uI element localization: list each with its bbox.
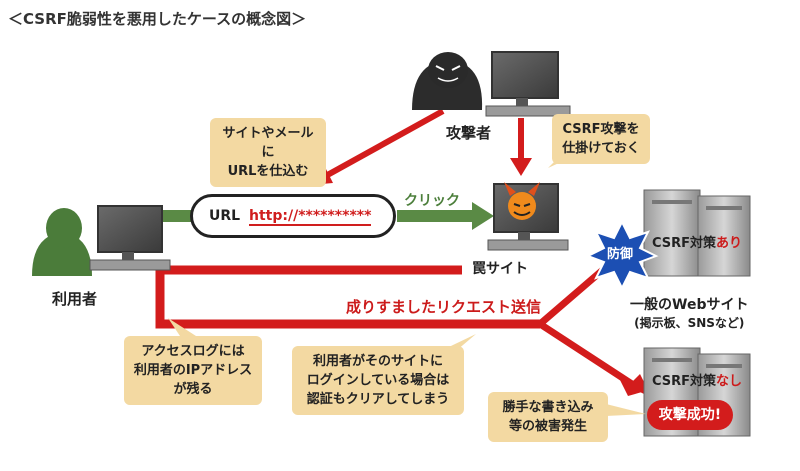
defense-burst-icon	[585, 219, 659, 291]
callout-embed-line-2: URLを仕込む	[227, 164, 309, 179]
callout-setup-line-2: 仕掛けておく	[562, 141, 640, 156]
callout-logged-in: 利用者がそのサイトに ログインしている場合は 認証もクリアしてしまう	[292, 346, 464, 415]
callout-access-log: アクセスログには 利用者のIPアドレス が残る	[124, 336, 262, 405]
user-url-connector	[156, 210, 192, 222]
click-arrow	[397, 202, 494, 230]
callout-setup-line-1: CSRF攻撃を	[562, 122, 640, 137]
trap-site-label: 罠サイト	[472, 261, 528, 277]
vulnerable-server-label: CSRF対策なし	[652, 370, 742, 389]
attacker-pc	[485, 51, 571, 117]
callout-access-log-line-1: アクセスログには	[141, 344, 245, 359]
callout-embed: サイトやメールに URLを仕込む	[210, 118, 326, 187]
callout-logged-in-line-2: ログインしている場合は	[306, 373, 450, 388]
callout-damage-line-2: 等の被害発生	[508, 419, 587, 434]
vulnerable-server-label-suffix: なし	[716, 374, 743, 389]
devil-icon	[504, 182, 540, 220]
callout-access-log-line-2: 利用者のIPアドレス	[133, 363, 253, 378]
site-description: 一般のWebサイト (掲示板、SNSなど)	[630, 294, 748, 331]
attacker-figure	[412, 52, 483, 110]
protected-server-label-suffix: あり	[716, 236, 743, 251]
url-link[interactable]: http://**********	[249, 208, 372, 226]
protected-server-label: CSRF対策あり	[652, 232, 742, 251]
site-description-line-2: (掲示板、SNSなど)	[634, 316, 745, 330]
protected-server-label-prefix: CSRF対策	[652, 236, 717, 251]
setup-arrow	[510, 118, 532, 176]
callout-damage: 勝手な書き込み 等の被害発生	[488, 392, 608, 442]
page-title: ＜CSRF脆弱性を悪用したケースの概念図＞	[8, 10, 307, 28]
callout-access-log-line-3: が残る	[173, 382, 213, 397]
user-figure	[32, 208, 92, 276]
site-description-line-1: 一般のWebサイト	[630, 297, 749, 313]
user-pc	[89, 205, 171, 271]
spoofed-request-label: 成りすましたリクエスト送信	[346, 298, 542, 316]
callout-logged-in-line-1: 利用者がそのサイトに	[312, 354, 443, 369]
embed-arrow	[310, 108, 445, 185]
click-label: クリック	[404, 193, 460, 209]
url-box: URL http://**********	[190, 194, 396, 238]
callout-damage-line-1: 勝手な書き込み	[502, 400, 594, 415]
attack-success-badge: 攻撃成功!	[647, 400, 733, 430]
attacker-label: 攻撃者	[446, 124, 492, 142]
callout-logged-in-line-3: 認証もクリアしてしまう	[306, 392, 450, 407]
callout-embed-line-1: サイトやメールに	[222, 126, 314, 160]
callout-setup: CSRF攻撃を 仕掛けておく	[552, 114, 650, 164]
protected-server	[643, 189, 751, 277]
user-label: 利用者	[52, 290, 98, 308]
url-label: URL	[209, 208, 241, 224]
vulnerable-server-label-prefix: CSRF対策	[652, 374, 717, 389]
defense-badge: 防御	[607, 247, 634, 262]
